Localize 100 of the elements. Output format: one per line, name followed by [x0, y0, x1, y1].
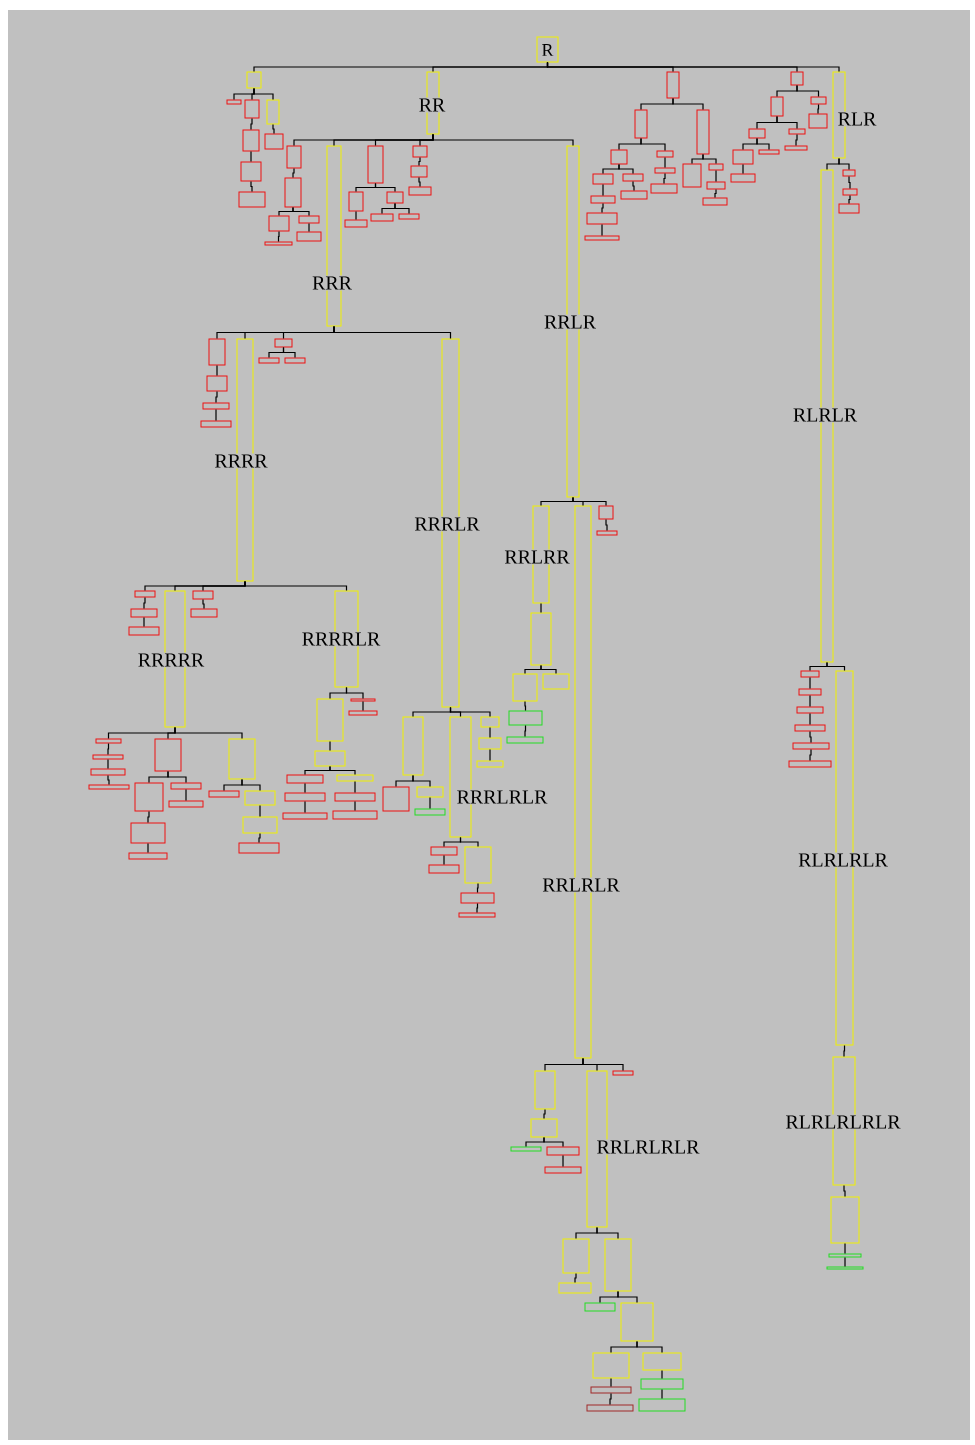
box-label: RLRLRLR	[797, 852, 889, 868]
tree-box	[534, 1070, 556, 1110]
connector-line	[489, 748, 491, 762]
tree-box	[476, 760, 504, 768]
tree-box	[416, 786, 444, 798]
tree-box	[838, 203, 860, 214]
tree-box	[168, 800, 204, 808]
connector-line	[795, 133, 798, 147]
tree-box	[258, 357, 280, 364]
connector-line	[107, 774, 110, 786]
tree-box	[640, 1378, 684, 1390]
tree-box	[130, 608, 158, 618]
tree-box	[134, 590, 156, 598]
tree-box	[170, 782, 202, 790]
connector-line	[250, 180, 253, 193]
connector-line	[543, 1136, 564, 1148]
tree-box	[348, 191, 364, 212]
tree-box	[428, 864, 460, 874]
connector-line	[355, 210, 357, 221]
tree-box	[412, 145, 428, 158]
tree-box	[208, 790, 240, 798]
tree-box	[666, 71, 680, 99]
connector-line	[609, 1392, 612, 1406]
tree-box	[408, 186, 432, 196]
connector-line	[540, 602, 542, 614]
box-label: RRLRLR	[541, 877, 621, 893]
connector-line	[362, 700, 364, 712]
connector-line	[308, 222, 310, 233]
tree-box	[460, 892, 495, 904]
connector-line	[672, 97, 704, 111]
tree-box	[410, 165, 428, 178]
connector-line	[618, 163, 634, 175]
connector-line	[412, 774, 431, 788]
tree-box	[596, 530, 618, 536]
connector-line	[843, 1184, 846, 1198]
box-label: RLRLRLRLR	[784, 1114, 902, 1130]
tree-box	[246, 71, 262, 89]
tree-box	[708, 163, 724, 171]
tree-box	[562, 1238, 590, 1274]
tree-box	[546, 1146, 580, 1156]
box-label: RRLRR	[503, 549, 571, 565]
tree-box	[842, 169, 856, 177]
connector-line	[374, 182, 396, 193]
connector-line	[250, 117, 253, 131]
connector-line	[848, 175, 851, 190]
connector-line	[844, 1242, 846, 1255]
tree-box	[558, 1282, 592, 1294]
tree-box	[274, 338, 293, 348]
tree-box	[810, 96, 827, 105]
connector-line	[147, 842, 149, 854]
connector-line	[216, 364, 218, 377]
connector-line	[640, 137, 666, 152]
tree-box	[622, 173, 644, 182]
connector-line	[714, 188, 717, 199]
tree-box	[430, 846, 458, 856]
tree-box	[592, 173, 614, 185]
connector-line	[540, 664, 557, 675]
tree-box	[92, 754, 124, 760]
tree-box	[642, 1352, 682, 1371]
tree-box	[90, 768, 126, 776]
connector-line	[524, 700, 527, 712]
connector-line	[241, 778, 261, 792]
connector-line	[174, 726, 243, 740]
connector-line	[809, 730, 812, 744]
box-label: RRR	[311, 275, 353, 291]
tree-box	[792, 742, 830, 750]
connector-line	[215, 408, 217, 422]
tree-box	[620, 1302, 654, 1342]
connector-line	[354, 780, 356, 794]
connector-line	[702, 153, 717, 165]
tree-box	[796, 706, 824, 714]
tree-box	[414, 808, 446, 816]
tree-box	[612, 1070, 634, 1076]
tree-box	[154, 738, 182, 772]
connector-line	[167, 770, 187, 784]
connector-line	[601, 202, 604, 214]
tree-box	[788, 760, 832, 768]
connector-line	[259, 804, 261, 818]
tree-box	[536, 36, 559, 63]
connector-line	[632, 180, 635, 192]
tree-box	[264, 241, 293, 246]
tree-box	[264, 133, 284, 150]
connector-line	[809, 676, 811, 690]
connector-line	[250, 150, 252, 163]
connector-line	[143, 596, 146, 610]
connector-line	[582, 1057, 624, 1072]
connector-line	[843, 1044, 846, 1058]
tree-box	[510, 1146, 542, 1152]
tree-box	[226, 99, 242, 105]
tree-box	[200, 420, 232, 428]
box-label: RRLRLRLR	[595, 1139, 701, 1155]
connector-line	[185, 788, 187, 802]
tree-box	[702, 197, 728, 206]
tree-box	[134, 782, 164, 812]
tree-box	[228, 738, 256, 780]
tree-box	[458, 912, 496, 918]
tree-box	[800, 670, 820, 678]
connector-line	[796, 84, 820, 98]
connector-line	[147, 810, 150, 824]
tree-box	[586, 1404, 634, 1412]
